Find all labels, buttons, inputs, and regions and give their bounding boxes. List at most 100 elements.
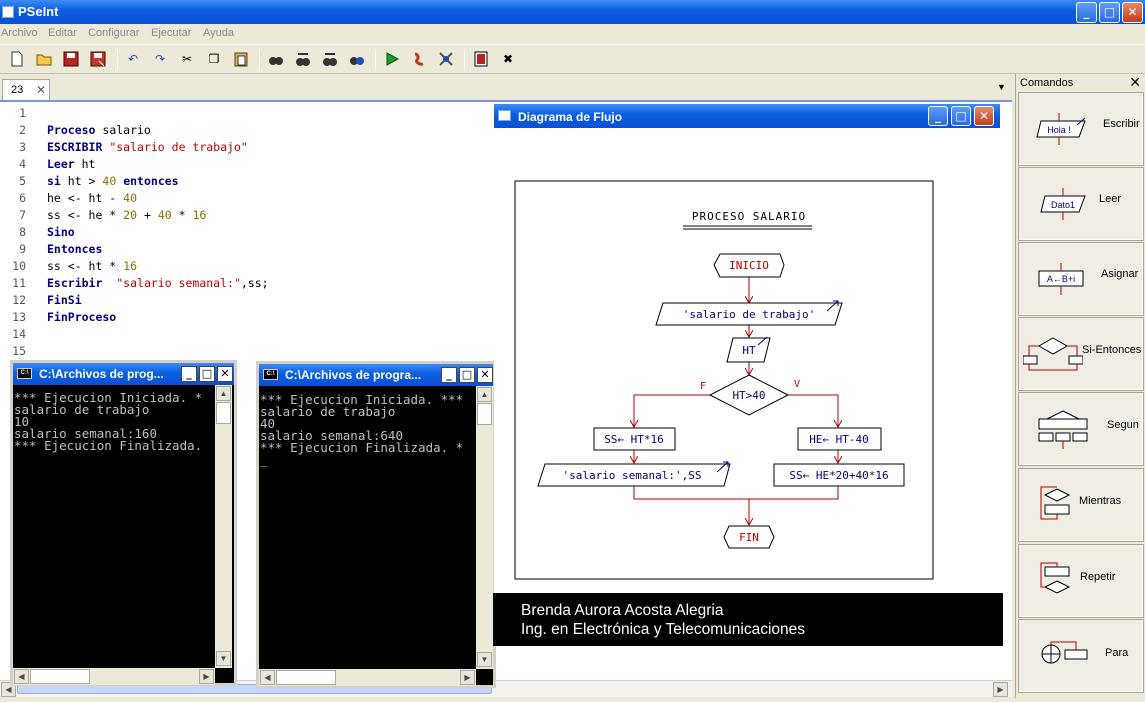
commands-panel-close-icon[interactable]: ✕: [1129, 74, 1141, 90]
output-2-shape: [537, 463, 731, 487]
tab-close-icon[interactable]: ✕: [36, 83, 47, 97]
menu-ayuda[interactable]: Ayuda: [203, 27, 234, 39]
menu-ejecutar[interactable]: Ejecutar: [151, 27, 192, 39]
menu-editar[interactable]: Editar: [48, 27, 77, 39]
close-button[interactable]: ✕: [1122, 2, 1143, 23]
flowchart-icon[interactable]: [473, 51, 489, 67]
true-assign-2-label: SS← HE*20+40*16: [789, 469, 888, 482]
credit-name: Brenda Aurora Acosta Alegria: [521, 602, 724, 619]
console-2-maximize-button[interactable]: □: [459, 367, 475, 383]
escribir-icon: Hola !: [1036, 113, 1086, 145]
code-token: FinSi: [47, 293, 82, 307]
debug-icon[interactable]: [438, 51, 454, 67]
paste-icon[interactable]: [233, 51, 249, 67]
code-line[interactable]: Leer ht: [47, 157, 95, 171]
command-mientras[interactable]: Mientras: [1018, 468, 1144, 542]
tab-dropdown-icon[interactable]: ▼: [997, 82, 1006, 92]
redo-icon[interactable]: ↷: [154, 52, 166, 66]
console-window-2[interactable]: C:\ C:\Archivos de progra... _ □ ✕ *** E…: [256, 361, 496, 688]
search-prev-icon[interactable]: [322, 51, 338, 67]
command-segun-label: Segun: [1107, 419, 1139, 431]
decision-label: HT>40: [732, 389, 765, 402]
save-as-icon[interactable]: [90, 51, 106, 67]
console-2-vertical-scrollbar[interactable]: ▲ ▼: [476, 386, 493, 669]
replace-icon[interactable]: [349, 51, 365, 67]
code-token: [102, 276, 116, 290]
editor-horizontal-scrollbar[interactable]: ◀ ▶: [0, 680, 1012, 697]
tab-file-23[interactable]: 23 ✕: [2, 79, 50, 100]
code-line[interactable]: Entonces: [47, 242, 102, 256]
console-1-close-button[interactable]: ✕: [217, 366, 233, 382]
close-icon[interactable]: ✖: [502, 52, 514, 66]
svg-text:Dato1: Dato1: [1051, 200, 1075, 210]
code-line[interactable]: FinProceso: [47, 310, 116, 324]
command-repetir[interactable]: Repetir: [1018, 544, 1144, 618]
console-2-titlebar: C:\ C:\Archivos de progra... _ □ ✕: [259, 364, 493, 386]
code-line[interactable]: Proceso salario: [47, 123, 151, 137]
flowchart-close-button[interactable]: ✕: [974, 106, 994, 126]
leer-icon: Dato1: [1040, 188, 1086, 220]
console-2-horizontal-scrollbar[interactable]: ◀ ▶: [259, 669, 476, 686]
command-segun[interactable]: Segun: [1018, 392, 1144, 466]
credit-banner: Brenda Aurora Acosta Alegria Ing. en Ele…: [493, 593, 1003, 646]
code-line[interactable]: he <- ht - 40: [47, 191, 137, 205]
line-number: 13: [12, 310, 26, 324]
console-icon: C:\: [17, 368, 32, 379]
code-token: "salario semanal:": [116, 276, 241, 290]
false-assign-box: [593, 427, 676, 451]
line-number: 3: [19, 140, 26, 154]
code-line[interactable]: ss <- he * 20 + 40 * 16: [47, 208, 206, 222]
code-line[interactable]: si ht > 40 entonces: [47, 174, 179, 188]
scroll-thumb[interactable]: [17, 684, 492, 694]
console-window-1[interactable]: C:\ C:\Archivos de prog... _ □ ✕ *** Eje…: [10, 360, 237, 686]
flowchart-window[interactable]: Diagrama de Flujo _ □ ✕ PROCESO SALARIO …: [494, 104, 1000, 596]
menu-archivo[interactable]: Archivo: [1, 27, 38, 39]
flowchart-titlebar: Diagrama de Flujo _ □ ✕: [494, 104, 1000, 128]
code-token: ESCRIBIR: [47, 140, 103, 154]
console-1-minimize-button[interactable]: _: [181, 366, 197, 382]
flowchart-minimize-button[interactable]: _: [928, 106, 948, 126]
search-next-icon[interactable]: [295, 51, 311, 67]
code-line[interactable]: FinSi: [47, 293, 82, 307]
code-token: 40: [123, 191, 138, 205]
menu-configurar[interactable]: Configurar: [88, 27, 140, 39]
step-icon[interactable]: [411, 51, 427, 67]
code-line[interactable]: ESCRIBIR "salario de trabajo": [47, 140, 248, 154]
true-assign-2-box: [773, 463, 905, 487]
code-token: 40: [102, 174, 117, 188]
copy-icon[interactable]: ❐: [208, 52, 220, 66]
cut-icon[interactable]: ✂: [181, 52, 193, 66]
command-para[interactable]: Para: [1018, 619, 1144, 693]
code-token: +: [137, 208, 158, 222]
code-line[interactable]: Escribir "salario semanal:",ss;: [47, 276, 269, 290]
open-folder-icon[interactable]: [36, 51, 52, 67]
code-line[interactable]: ss <- ht * 16: [47, 259, 137, 273]
minimize-button[interactable]: _: [1076, 2, 1097, 23]
maximize-button[interactable]: □: [1099, 2, 1120, 23]
line-number: 9: [19, 242, 26, 256]
menu-bar: Archivo Editar Configurar Ejecutar Ayuda: [0, 24, 1145, 43]
save-icon[interactable]: [63, 51, 79, 67]
code-token: Escribir: [47, 276, 103, 290]
line-number: 12: [12, 293, 26, 307]
command-escribir-label: Escribir: [1103, 118, 1140, 130]
code-line[interactable]: Sino: [47, 225, 75, 239]
console-2-minimize-button[interactable]: _: [441, 367, 457, 383]
command-asignar[interactable]: A←B+i Asignar: [1018, 242, 1144, 316]
console-1-vertical-scrollbar[interactable]: ▲ ▼: [215, 385, 232, 668]
command-leer[interactable]: Dato1 Leer: [1018, 167, 1144, 241]
command-escribir[interactable]: Hola ! Escribir: [1018, 92, 1144, 166]
console-1-maximize-button[interactable]: □: [199, 366, 215, 382]
window-icon: [498, 110, 511, 121]
search-icon[interactable]: [268, 51, 284, 67]
command-si-entonces[interactable]: Si-Entonces: [1018, 317, 1144, 391]
scroll-right-arrow[interactable]: ▶: [993, 682, 1008, 697]
undo-icon[interactable]: ↶: [127, 52, 139, 66]
flowchart-maximize-button[interactable]: □: [951, 106, 971, 126]
false-label: F: [700, 381, 706, 392]
commands-panel-title: Comandos: [1020, 77, 1074, 89]
console-2-close-button[interactable]: ✕: [477, 367, 493, 383]
console-1-horizontal-scrollbar[interactable]: ◀ ▶: [13, 668, 215, 685]
new-file-icon[interactable]: [9, 51, 25, 67]
run-icon[interactable]: [384, 51, 400, 67]
